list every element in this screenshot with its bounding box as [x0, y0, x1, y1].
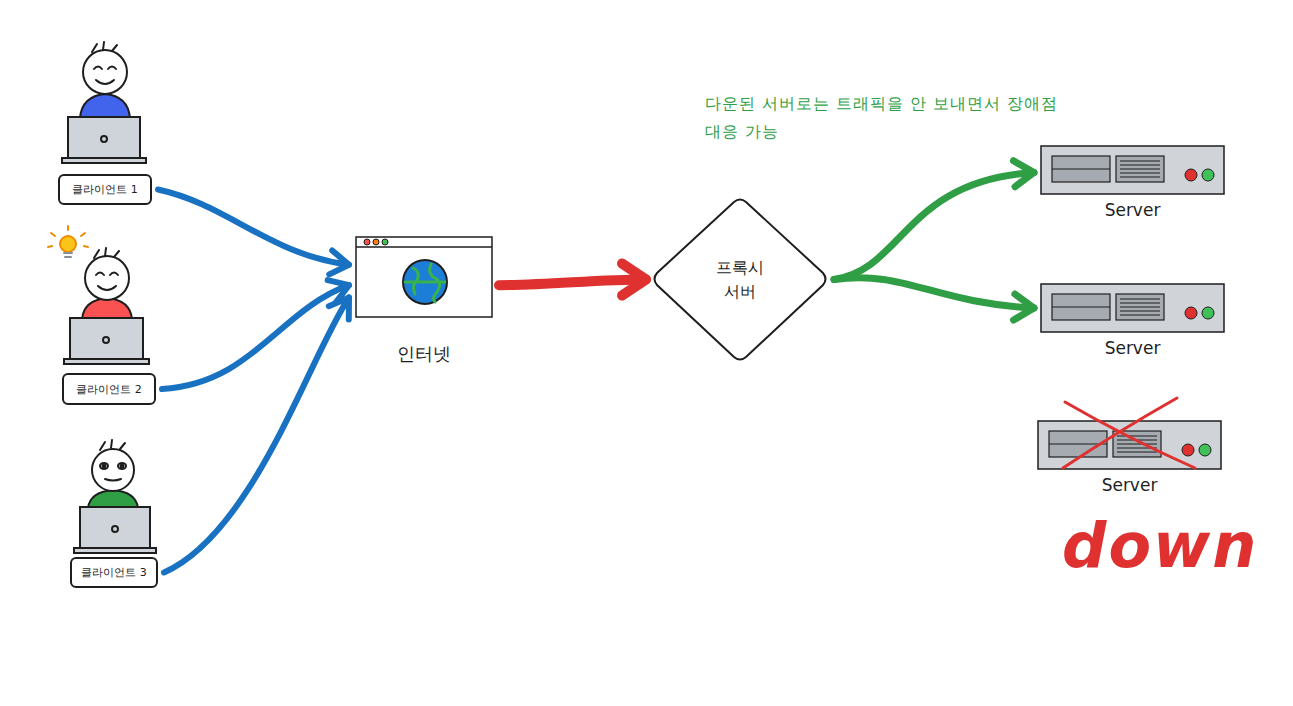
note-text: 다운된 서버로는 트래픽을 안 보내면서 장애점 대응 가능	[705, 90, 1065, 146]
browser-icon	[355, 236, 493, 318]
server-icon	[1040, 145, 1225, 195]
client-figure	[62, 42, 146, 163]
client-figure	[74, 440, 156, 553]
proxy-diamond: 프록시 서버	[652, 197, 828, 362]
flow-arrow	[834, 278, 1034, 320]
server-icon	[1037, 420, 1222, 470]
proxy-name: 프록시 서버	[713, 256, 767, 304]
server-label: Server	[1020, 200, 1245, 220]
flow-arrow	[499, 264, 646, 296]
client-name: 클라이언트 3	[81, 565, 147, 580]
client-label-box: 클라이언트 3	[70, 557, 158, 588]
arrow-head	[622, 264, 646, 296]
flow-arrow	[834, 161, 1034, 280]
arrow-line	[162, 285, 349, 389]
client-label-box: 클라이언트 1	[58, 174, 152, 205]
down-label: down	[1062, 506, 1282, 586]
client-figure	[64, 248, 149, 364]
client-name: 클라이언트 1	[72, 182, 138, 197]
server-box: Server	[1040, 145, 1225, 195]
arrow-line	[834, 278, 1034, 308]
arrow-head	[329, 298, 349, 320]
arrow-head	[329, 251, 349, 275]
arrow-head	[1014, 294, 1034, 320]
arrow-line	[834, 173, 1034, 280]
arrow-line	[499, 280, 646, 286]
server-box: Server	[1037, 420, 1222, 470]
flow-arrow	[162, 280, 349, 389]
arrow-head	[1013, 161, 1034, 187]
diamond-outline	[652, 197, 828, 362]
flow-arrow	[164, 298, 349, 573]
internet-window: 인터넷	[355, 236, 493, 318]
client-label-box: 클라이언트 2	[62, 373, 156, 405]
arrow-line	[164, 298, 349, 573]
arrow-line	[158, 190, 349, 265]
client-name: 클라이언트 2	[76, 382, 142, 397]
server-label: Server	[1020, 338, 1245, 358]
server-box: Server	[1040, 283, 1225, 333]
server-icon	[1040, 283, 1225, 333]
server-label: Server	[1017, 475, 1242, 495]
idea-bulb	[48, 226, 88, 257]
internet-label: 인터넷	[335, 342, 513, 366]
flow-arrow	[158, 190, 349, 275]
